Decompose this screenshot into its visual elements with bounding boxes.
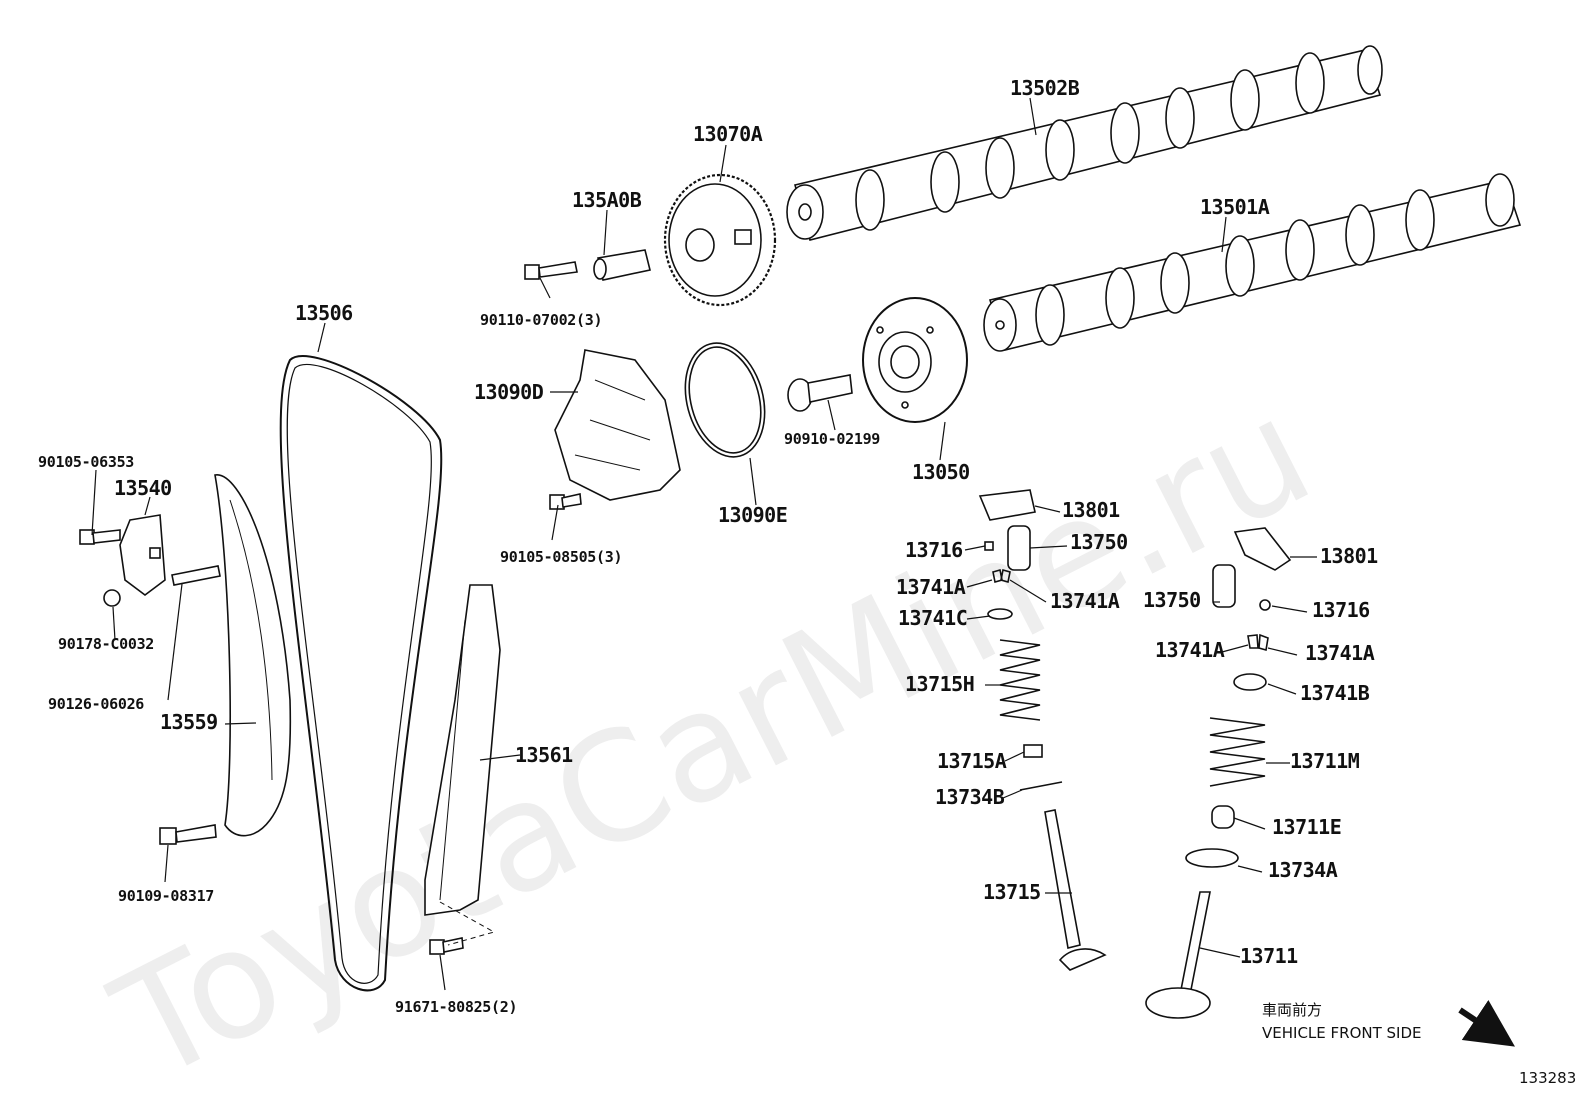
label-13801-b: 13801	[1320, 544, 1378, 568]
label-90126: 90126-06026	[48, 695, 145, 713]
rocker-arm-13801-a	[978, 489, 1036, 521]
label-13750-a: 13750	[1070, 530, 1128, 554]
nut-90178	[103, 589, 121, 607]
label-13711: 13711	[1240, 944, 1298, 968]
spring-13711m	[1209, 717, 1266, 787]
keepers-13741a-b	[1247, 633, 1269, 652]
label-13711e: 13711E	[1272, 815, 1342, 839]
label-13506: 13506	[295, 301, 353, 325]
valve-13711	[1145, 891, 1211, 1019]
keepers-13741a-a	[992, 568, 1011, 584]
lash-adjuster-13750-a	[1007, 525, 1031, 571]
label-13734a: 13734A	[1268, 858, 1338, 882]
label-13741a-c: 13741A	[1155, 638, 1225, 662]
label-13561: 13561	[515, 743, 573, 767]
sensor-135a0b	[593, 249, 651, 281]
label-13716-b: 13716	[1312, 598, 1370, 622]
label-13540: 13540	[114, 476, 172, 500]
seal-13711e	[1211, 805, 1235, 829]
label-13050: 13050	[912, 460, 970, 484]
label-13734b: 13734B	[935, 785, 1005, 809]
label-13741c: 13741C	[898, 606, 968, 630]
label-90110: 90110-07002(3)	[480, 311, 603, 329]
sprocket-13070a	[663, 173, 777, 307]
label-13801-a: 13801	[1062, 498, 1120, 522]
stud-90126	[171, 565, 221, 586]
camshaft-13501a	[983, 173, 1522, 352]
label-13716-a: 13716	[905, 538, 963, 562]
label-13502b: 13502B	[1010, 76, 1080, 100]
label-13741a-a: 13741A	[896, 575, 966, 599]
label-13741a-b: 13741A	[1050, 589, 1120, 613]
front-direction-arrow	[1458, 1000, 1515, 1047]
sprocket-13050	[862, 297, 968, 423]
washer-13734a	[1185, 848, 1239, 868]
label-135a0b: 135A0B	[572, 188, 642, 212]
chain-13506	[279, 355, 443, 992]
label-13711m: 13711M	[1290, 749, 1360, 773]
label-13741b: 13741B	[1300, 681, 1370, 705]
diagram-id: 133283	[1519, 1069, 1577, 1087]
label-90178: 90178-C0032	[58, 635, 155, 653]
pad-13716-b	[1259, 599, 1271, 611]
label-90109: 90109-08317	[118, 887, 215, 905]
rocker-arm-13801-b	[1233, 527, 1292, 571]
label-13715h: 13715H	[905, 672, 975, 696]
retainer-13741b	[1233, 673, 1267, 691]
bolt-90910	[787, 374, 853, 412]
spring-13715h	[999, 639, 1041, 721]
valve-13715	[1044, 809, 1107, 971]
label-90910: 90910-02199	[784, 430, 881, 448]
guide-13561	[424, 584, 501, 916]
bolt-91671	[429, 901, 496, 955]
label-91671: 91671-80825(2)	[395, 998, 518, 1016]
direction-note-en: VEHICLE FRONT SIDE	[1262, 1024, 1422, 1042]
label-13501a: 13501A	[1200, 195, 1270, 219]
label-90105-08505: 90105-08505(3)	[500, 548, 623, 566]
label-13070a: 13070A	[693, 122, 763, 146]
label-90105-06353: 90105-06353	[38, 453, 135, 471]
label-13090d: 13090D	[474, 380, 544, 404]
leader-lines	[91, 97, 1317, 991]
cover-13090d	[554, 349, 681, 501]
bolt-90105-08505	[549, 493, 582, 510]
bolt-90110	[524, 261, 578, 280]
gasket-13090e	[684, 342, 766, 458]
label-13090e: 13090E	[718, 503, 788, 527]
pad-13716-a	[984, 541, 994, 551]
label-13715: 13715	[983, 880, 1041, 904]
direction-note-jp: 車両前方	[1262, 1001, 1323, 1019]
bolt-90105-06353	[79, 529, 121, 545]
label-13741a-d: 13741A	[1305, 641, 1375, 665]
seal-13715a	[1023, 744, 1043, 758]
label-13559: 13559	[160, 710, 218, 734]
tensioner-13540	[119, 514, 166, 596]
lash-adjuster-13750-b	[1212, 564, 1236, 608]
label-13715a: 13715A	[937, 749, 1007, 773]
retainer-13741c	[987, 608, 1013, 620]
label-13750-b: 13750	[1143, 588, 1201, 612]
guide-13559	[214, 474, 292, 837]
camshaft-13502b	[786, 45, 1383, 241]
washer-13734b	[1019, 781, 1063, 791]
bolt-90109	[159, 824, 217, 845]
